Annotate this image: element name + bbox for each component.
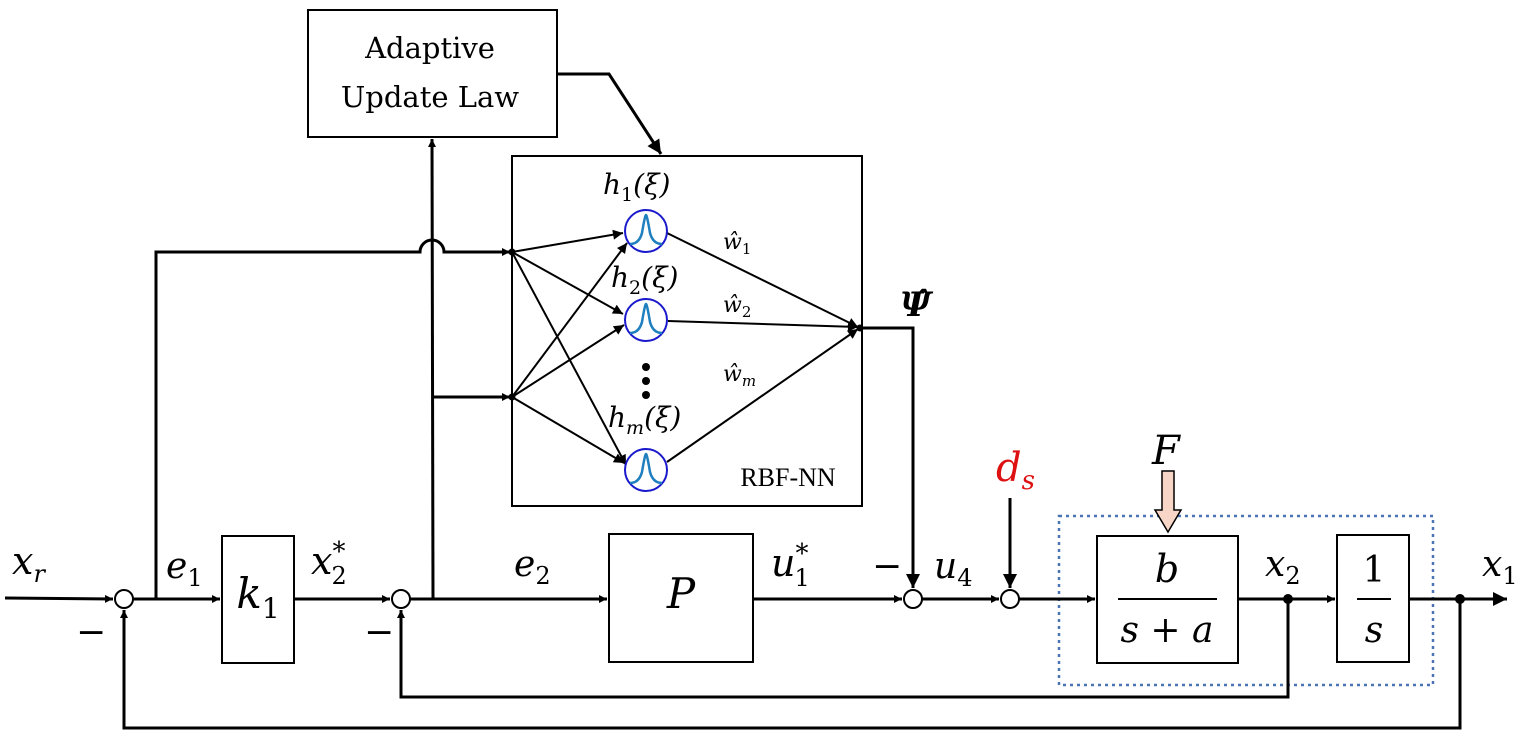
wire-e1-to-rbf xyxy=(154,238,510,599)
plant-numerator: b xyxy=(1155,547,1179,591)
label-e2: e2 xyxy=(514,544,551,590)
summing-junction-4 xyxy=(1000,589,1020,609)
label-x1: x1 xyxy=(1482,544,1518,590)
output-node xyxy=(856,324,864,332)
gaussian-icon xyxy=(629,302,663,335)
minus-sign-3: − xyxy=(872,546,902,587)
conn-in1-hm xyxy=(511,251,627,466)
conn-h1-out xyxy=(666,232,859,328)
adaptive-label-line2: Update Law xyxy=(341,80,519,114)
neuron-h1 xyxy=(624,209,668,253)
summing-junction-2 xyxy=(391,589,411,609)
adaptive-label-line1: Adaptive xyxy=(364,31,495,65)
conn-in1-h1 xyxy=(511,229,624,253)
wire-xr-in xyxy=(4,594,114,603)
adaptive-update-law-block xyxy=(307,9,558,138)
vertical-ellipsis-icon xyxy=(642,363,650,399)
gaussian-icon xyxy=(629,452,663,485)
label-u4: u4 xyxy=(934,546,972,592)
label-e1: e1 xyxy=(166,546,203,592)
feedback-x1 xyxy=(120,599,1462,730)
conn-in2-h1 xyxy=(511,242,628,398)
force-arrow xyxy=(1153,470,1183,534)
integrator-numerator: 1 xyxy=(1363,550,1386,591)
feedback-x2 xyxy=(397,599,1290,699)
summing-junction-1 xyxy=(114,589,134,609)
wire-e2-to-adaptive xyxy=(428,138,437,600)
neuron-hm xyxy=(624,448,668,492)
label-w2: ŵ2 xyxy=(723,293,751,321)
label-ds: ds xyxy=(996,445,1035,496)
label-h2: h2(ξ) xyxy=(611,261,678,299)
label-h1: h1(ξ) xyxy=(603,168,670,206)
label-x2star: x*2 xyxy=(311,537,347,590)
k1-label: k1 xyxy=(236,569,279,625)
rbf-nn-block xyxy=(511,155,863,507)
wire-adaptive-to-rbf xyxy=(557,72,663,155)
label-hm: hm(ξ) xyxy=(608,401,681,439)
rbf-nn-label: RBF-NN xyxy=(740,463,836,492)
conn-in2-hm xyxy=(511,396,625,464)
conn-in1-h2 xyxy=(511,251,624,315)
label-u1star: u*1 xyxy=(771,539,810,592)
label-x2: x2 xyxy=(1265,544,1301,590)
k1-block xyxy=(221,535,295,664)
wire-psi-hat-out xyxy=(862,326,920,588)
summing-junction-3 xyxy=(903,589,923,609)
p-label: P xyxy=(666,569,696,618)
integrator-denominator: s xyxy=(1365,610,1383,651)
label-F: F xyxy=(1151,428,1181,474)
minus-sign-2: − xyxy=(364,612,394,653)
conn-hm-out xyxy=(666,328,859,463)
minus-sign-1: − xyxy=(76,612,106,653)
label-wm: ŵm xyxy=(723,362,756,390)
neuron-h2 xyxy=(624,298,668,342)
label-xr: xr xyxy=(12,539,46,588)
conn-in2-h2 xyxy=(511,324,625,398)
label-psi-hat: Ψ̂ xyxy=(900,285,934,325)
plant-denominator: s + a xyxy=(1121,610,1214,651)
gaussian-icon xyxy=(629,213,663,246)
conn-h2-out xyxy=(667,320,859,332)
label-w1: ŵ1 xyxy=(723,230,751,258)
